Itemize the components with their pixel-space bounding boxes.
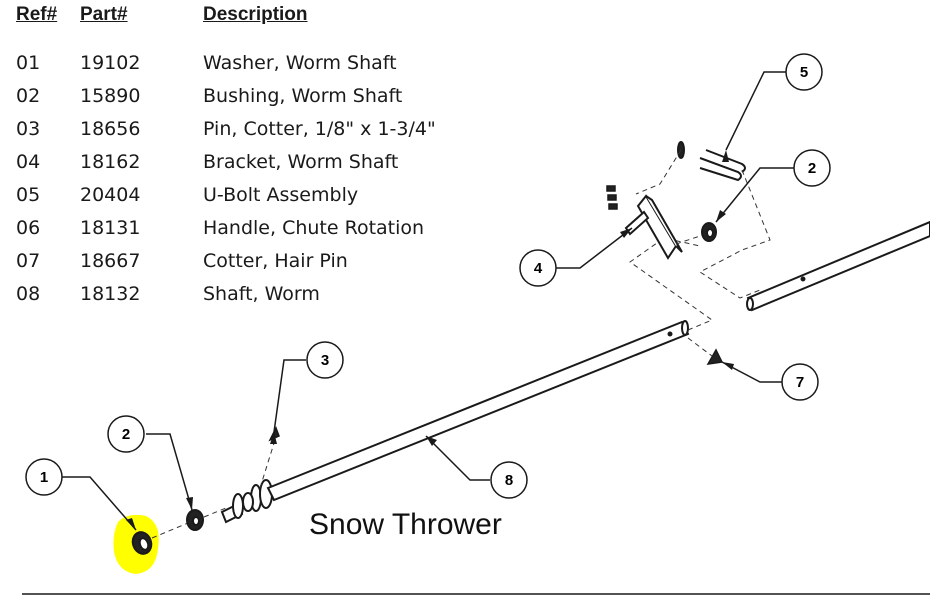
assembly-path-ubolt	[635, 149, 771, 299]
worm-shaft-part-8	[266, 320, 690, 502]
centerline-hair-pin	[687, 337, 713, 357]
washer-part-1	[131, 531, 153, 555]
part-cell: 19102	[80, 52, 141, 74]
table-row: 06 18131 Handle, Chute Rotation	[0, 217, 460, 247]
description-cell: U-Bolt Assembly	[203, 184, 359, 206]
description-cell: Handle, Chute Rotation	[203, 217, 425, 239]
callout-2-right-label: 2	[808, 160, 816, 177]
table-row: 05 20404 U-Bolt Assembly	[0, 184, 460, 214]
description-cell: Shaft, Worm	[203, 283, 320, 305]
ref-cell: 03	[16, 118, 41, 140]
callout-5: 5	[785, 53, 823, 91]
header-description: Description	[203, 4, 308, 25]
table-row: 01 19102 Washer, Worm Shaft	[0, 52, 460, 82]
callout-3: 3	[306, 341, 344, 379]
ref-cell: 02	[16, 85, 41, 107]
leader-lines	[62, 71, 794, 531]
centerline-2-8	[203, 507, 227, 518]
centerline-bracket-bushing	[675, 235, 701, 245]
header-part: Part#	[80, 4, 128, 25]
part-cell: 18667	[80, 250, 141, 272]
bushing-part-2-right	[701, 222, 717, 242]
callout-7-label: 7	[796, 374, 804, 391]
callout-7: 7	[781, 363, 819, 401]
callout-1: 1	[25, 458, 63, 496]
part-cell: 18132	[80, 283, 141, 305]
ref-cell: 07	[16, 250, 41, 272]
ref-cell: 06	[16, 217, 41, 239]
part-cell: 15890	[80, 85, 141, 107]
header-ref: Ref#	[16, 4, 58, 25]
table-row: 04 18162 Bracket, Worm Shaft	[0, 151, 460, 181]
bracket-bolts	[606, 185, 618, 210]
diagram-caption: Snow Thrower	[309, 508, 502, 541]
callout-4: 4	[519, 249, 557, 287]
table-row: 08 18132 Shaft, Worm	[0, 283, 460, 313]
chute-rotation-handle-part-6	[746, 220, 930, 312]
shaft-end-assembly	[220, 479, 273, 524]
description-cell: Bushing, Worm Shaft	[203, 85, 403, 107]
centerline-1-2	[151, 522, 189, 539]
part-cell: 18656	[80, 118, 141, 140]
callout-1-label: 1	[40, 469, 48, 486]
callout-2-right: 2	[793, 149, 831, 187]
part-cell: 20404	[80, 184, 141, 206]
part-cell: 18131	[80, 217, 141, 239]
parts-table: Ref# Part# Description 01 19102 Washer, …	[0, 0, 460, 320]
hair-pin-part-7	[706, 348, 724, 365]
bushing-part-2-left	[186, 509, 204, 531]
description-cell: Pin, Cotter, 1/8" x 1-3/4"	[203, 118, 436, 140]
description-cell: Washer, Worm Shaft	[203, 52, 397, 74]
callout-8-label: 8	[505, 472, 513, 489]
ref-cell: 08	[16, 283, 41, 305]
leader-arrowheads	[126, 150, 734, 530]
ref-cell: 01	[16, 52, 41, 74]
ref-cell: 05	[16, 184, 41, 206]
table-row: 03 18656 Pin, Cotter, 1/8" x 1-3/4"	[0, 118, 460, 148]
table-row: 07 18667 Cotter, Hair Pin	[0, 250, 460, 280]
callout-8: 8	[490, 461, 528, 499]
description-cell: Bracket, Worm Shaft	[203, 151, 399, 173]
callout-4-label: 4	[534, 260, 543, 277]
u-bolt-part-5	[677, 141, 746, 182]
table-row: 02 15890 Bushing, Worm Shaft	[0, 85, 460, 115]
callout-5-label: 5	[800, 64, 808, 81]
callout-2-left: 2	[107, 415, 145, 453]
ref-cell: 04	[16, 151, 41, 173]
description-cell: Cotter, Hair Pin	[203, 250, 348, 272]
bracket-part-4	[624, 194, 683, 260]
callout-2-left-label: 2	[122, 426, 130, 443]
part-cell: 18162	[80, 151, 141, 173]
callout-3-label: 3	[321, 352, 329, 369]
